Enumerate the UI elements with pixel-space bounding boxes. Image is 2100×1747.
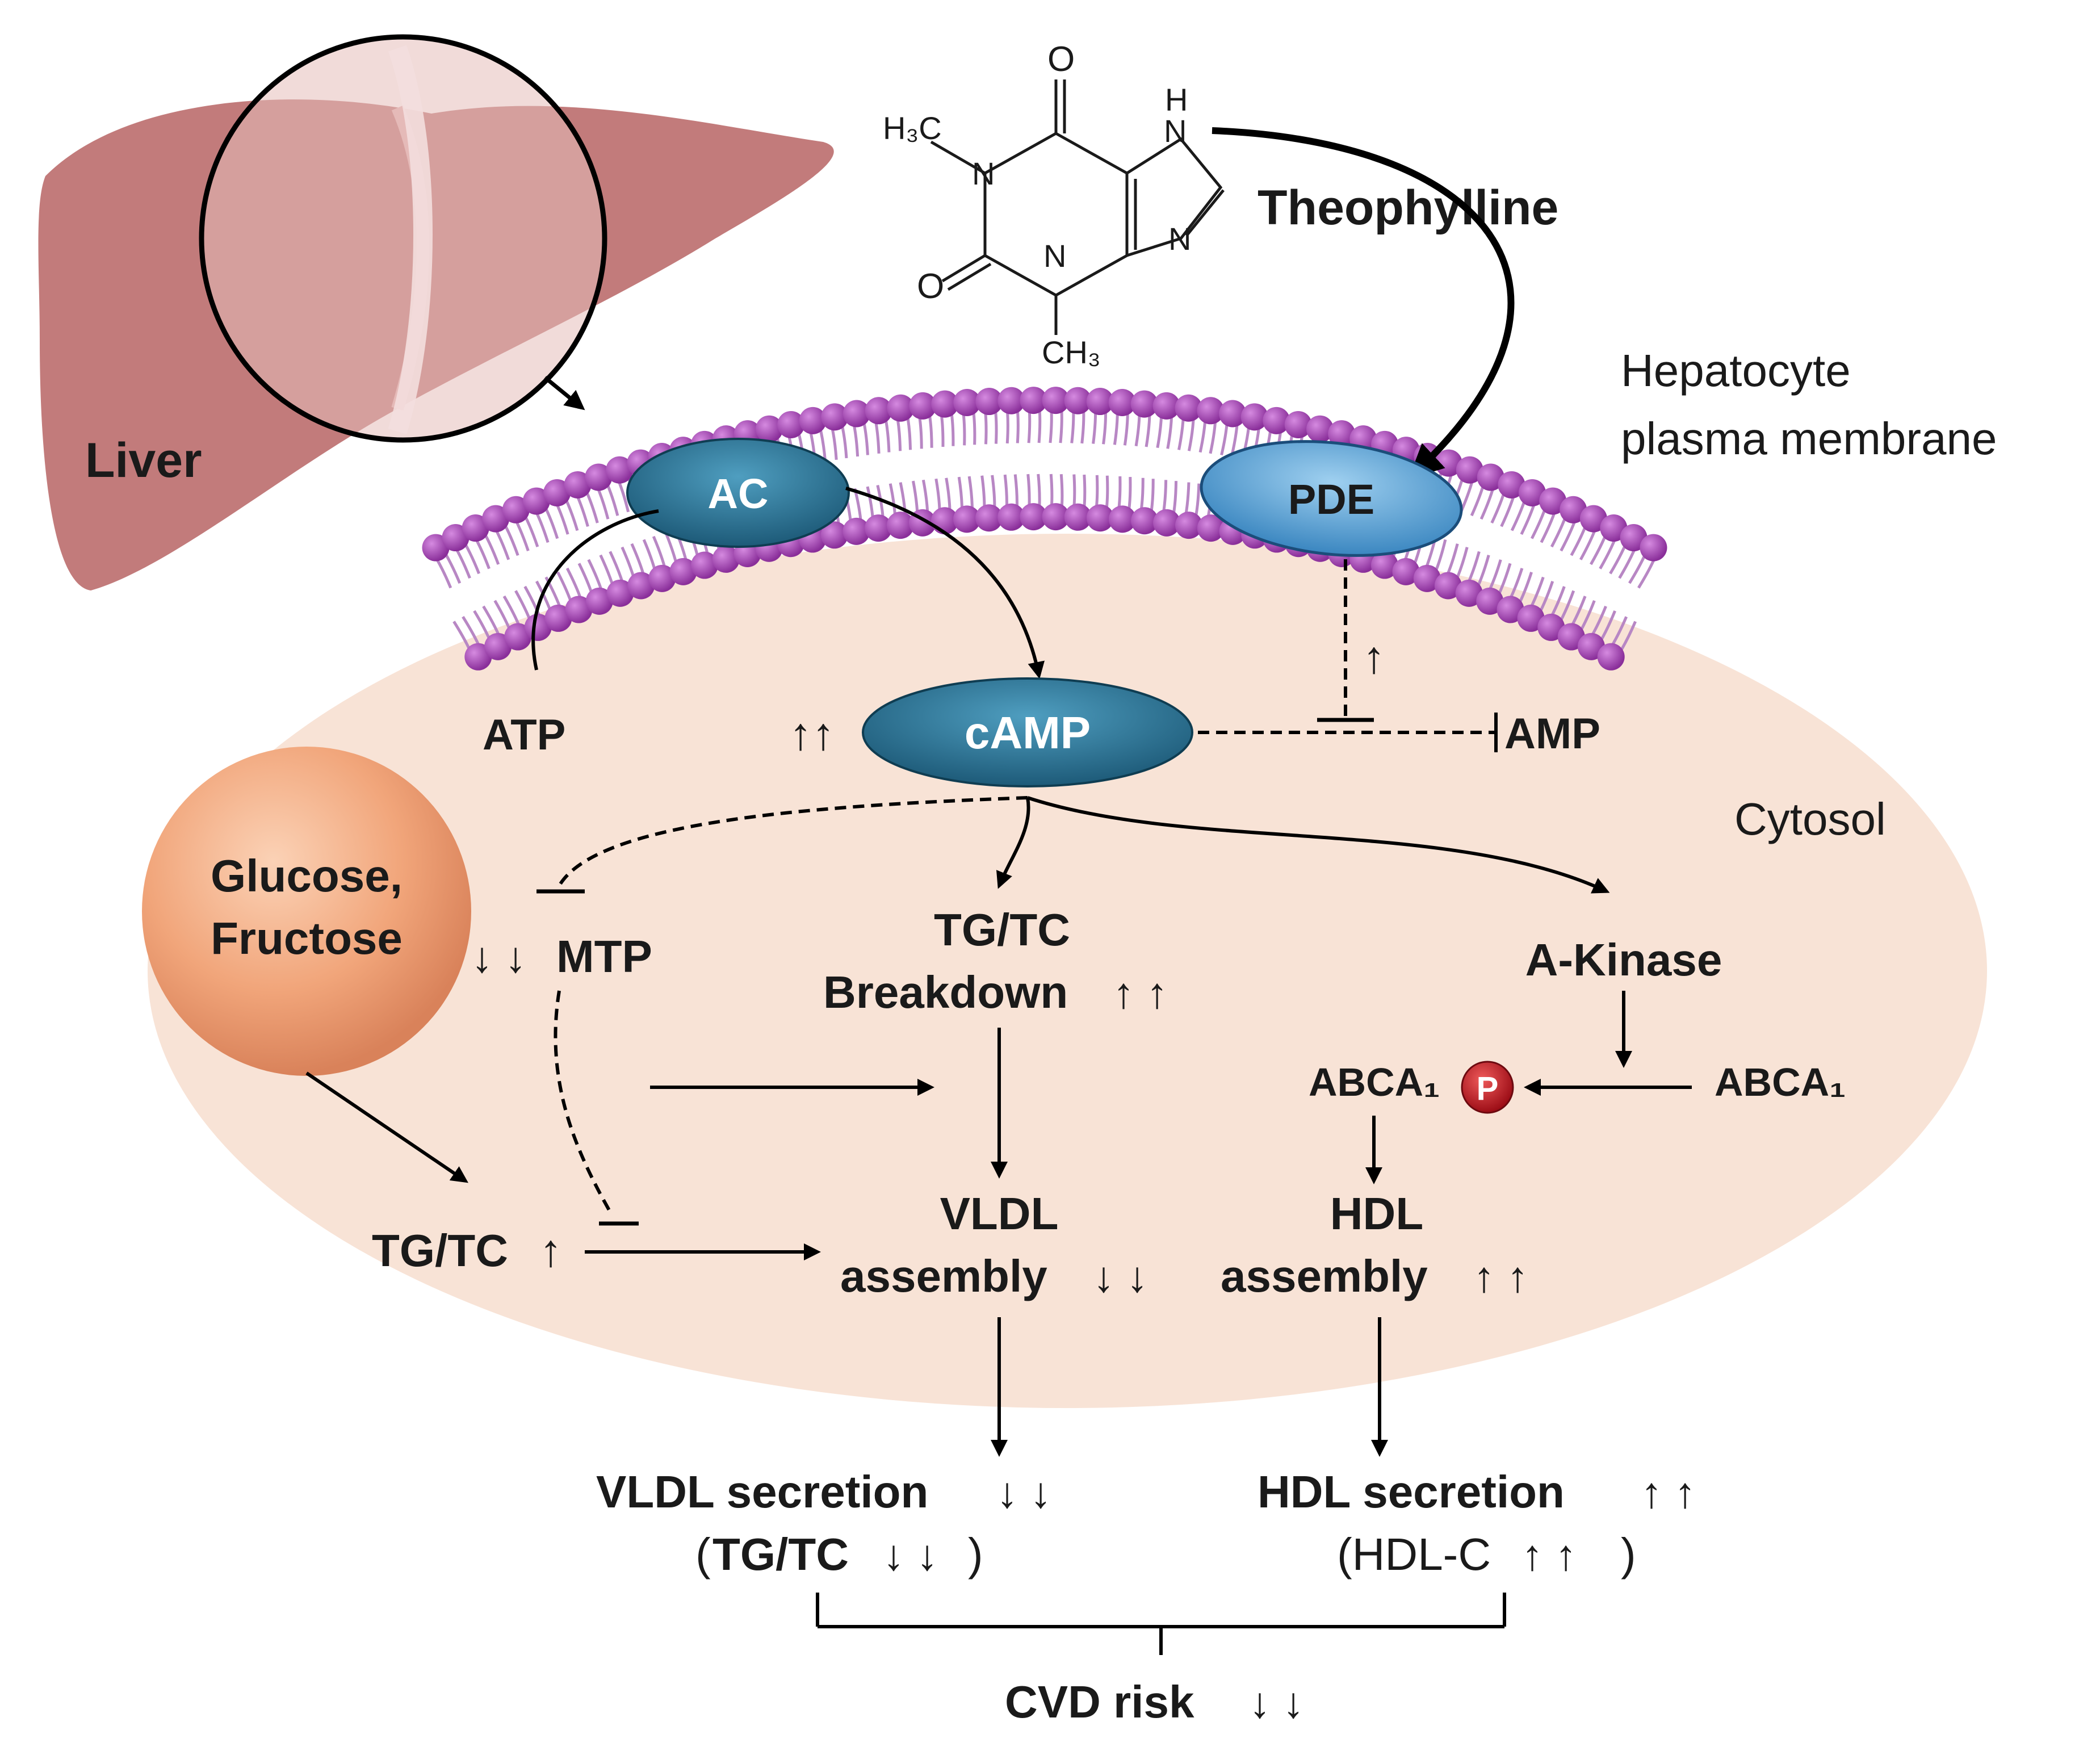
svg-text:N: N (1043, 238, 1066, 274)
vldl-assembly-line1: VLDL (940, 1188, 1059, 1239)
hdl-assembly-line1: HDL (1330, 1188, 1423, 1239)
theophylline-label: Theophylline (1258, 181, 1558, 235)
tgtc-breakdown-line1: TG/TC (934, 904, 1070, 955)
membrane-label-line1: Hepatocyte (1621, 345, 1851, 396)
membrane-label-line2: plasma membrane (1621, 413, 1997, 464)
hdl-assembly-arrows: ↑ ↑ (1473, 1253, 1528, 1301)
hdl-secretion-arrows: ↑ ↑ (1641, 1469, 1696, 1517)
liver-magnifier (199, 34, 607, 443)
hdl-assembly-line2: assembly (1221, 1251, 1428, 1301)
svg-text:H: H (1165, 82, 1188, 118)
abca1-native: ABCA₁ (1715, 1060, 1846, 1104)
atp-label: ATP (483, 711, 565, 759)
svg-text:N: N (972, 156, 995, 191)
theophylline-structure (930, 79, 1225, 335)
abca1-phosphorylated: ABCA₁ (1309, 1060, 1440, 1104)
hdl-c-label: (HDL-C (1337, 1529, 1491, 1580)
vldl-paren-open: ( (695, 1529, 711, 1580)
cytosol-ellipse (148, 534, 1987, 1408)
amp-up-arrow: ↑ (1363, 632, 1385, 682)
outcome-bracket (816, 1593, 1506, 1655)
svg-text:O: O (917, 267, 944, 306)
a-kinase-label: A-Kinase (1525, 935, 1722, 985)
svg-text:N: N (1164, 113, 1187, 149)
vldl-secretion-arrows: ↓ ↓ (996, 1469, 1051, 1517)
hdl-secretion-label: HDL secretion (1258, 1467, 1565, 1517)
pde-enzyme (1200, 440, 1463, 557)
tgtc-label: TG/TC (372, 1225, 508, 1276)
camp-label: cAMP (965, 707, 1091, 758)
vldl-tgtc-arrows: ↓ ↓ (883, 1531, 938, 1580)
ac-enzyme (626, 438, 850, 548)
hdl-paren-close: ) (1621, 1529, 1636, 1580)
glucose-label: Glucose, (211, 851, 403, 901)
mtp-arrows: ↓ ↓ (471, 933, 526, 982)
tgtc-breakdown-line2: Breakdown (823, 967, 1068, 1017)
mtp-label: MTP (556, 931, 652, 982)
liver-label: Liver (85, 433, 202, 488)
liver-illustration: Liver (38, 34, 834, 591)
phosphate-badge (1461, 1061, 1514, 1114)
vldl-tgtc-label: TG/TC (712, 1529, 849, 1580)
cvd-risk-label: CVD risk (1005, 1677, 1194, 1727)
svg-text:N: N (1168, 221, 1191, 257)
tgtc-breakdown-arrows: ↑ ↑ (1113, 969, 1168, 1017)
hdl-c-arrows: ↑ ↑ (1521, 1531, 1577, 1580)
theophylline-atoms: O O H₃C N N N H N CH₃ (883, 40, 1191, 370)
svg-text:H₃C: H₃C (883, 110, 942, 146)
vldl-paren-close: ) (968, 1529, 983, 1580)
pde-label: PDE (1288, 476, 1374, 523)
ac-label: AC (708, 470, 769, 517)
tgtc-up-arrow: ↑ (539, 1225, 562, 1276)
vldl-assembly-line2: assembly (840, 1251, 1047, 1301)
cytosol-label: Cytosol (1734, 794, 1886, 844)
vldl-secretion-label: VLDL secretion (596, 1467, 928, 1517)
vldl-assembly-arrows: ↓ ↓ (1093, 1253, 1148, 1301)
camp-up-arrows: ↑↑ (789, 709, 835, 759)
camp-node (862, 677, 1193, 787)
svg-text:O: O (1047, 40, 1075, 79)
glucose-fructose-sphere (142, 747, 471, 1076)
cvd-risk-arrows: ↓ ↓ (1249, 1679, 1304, 1727)
amp-label: AMP (1504, 710, 1600, 758)
fructose-label: Fructose (211, 913, 403, 963)
phosphate-label: P (1477, 1070, 1499, 1107)
svg-text:CH₃: CH₃ (1042, 334, 1101, 370)
